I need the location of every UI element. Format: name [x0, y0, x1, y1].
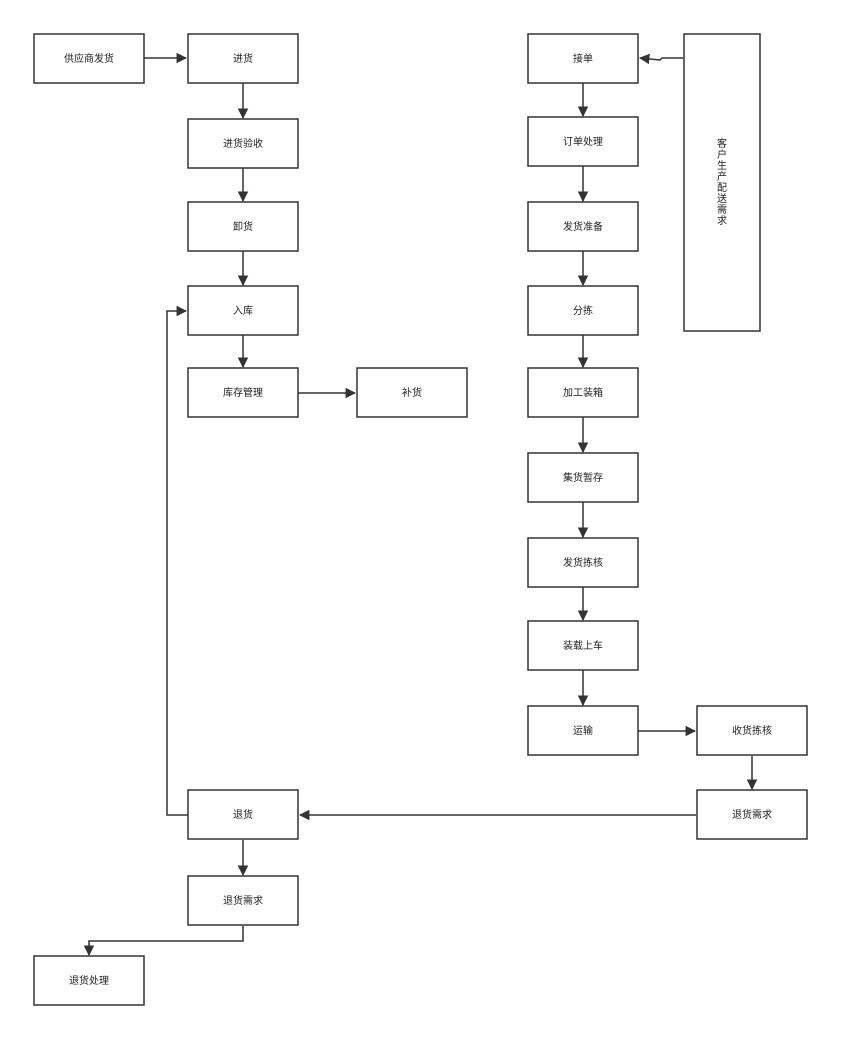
- node-label: 进货验收: [223, 137, 263, 150]
- edge-return-stockin: [166, 305, 188, 816]
- node-order-process: 订单处理: [527, 116, 639, 167]
- node-ship-prep: 发货准备: [527, 201, 639, 252]
- vertical-label-char: 户: [717, 148, 727, 161]
- node-receipt-check: 收货拣核: [696, 705, 808, 756]
- node-customer-demand: 客 户 生 产 配 送 需 求: [683, 33, 761, 332]
- node-inventory: 库存管理: [187, 367, 299, 418]
- node-return-demand-right: 退货需求: [696, 789, 808, 840]
- node-consolidate: 集货暂存: [527, 452, 639, 503]
- node-label: 收货拣核: [732, 724, 772, 737]
- node-return-demand-left: 退货需求: [187, 875, 299, 926]
- edge-customer-orderaccept: [638, 53, 683, 65]
- node-loading: 装载上车: [527, 620, 639, 671]
- node-label: 分拣: [573, 304, 593, 317]
- node-sorting: 分拣: [527, 285, 639, 336]
- node-label: 发货准备: [563, 220, 603, 233]
- node-packing: 加工装箱: [527, 367, 639, 418]
- node-label: 发货拣核: [563, 556, 603, 569]
- node-order-accept: 接单: [527, 33, 639, 84]
- node-label: 运输: [573, 724, 593, 737]
- node-return-process: 退货处理: [33, 955, 145, 1006]
- node-replenish: 补货: [356, 367, 468, 418]
- node-label: 退货需求: [732, 808, 772, 821]
- node-label: 补货: [402, 386, 422, 399]
- vertical-label-char: 配: [717, 182, 727, 194]
- node-receive: 进货: [187, 33, 299, 84]
- node-stock-in: 入库: [187, 285, 299, 336]
- node-label: 进货: [233, 52, 253, 65]
- node-label: 退货处理: [69, 974, 109, 987]
- node-label: 加工装箱: [563, 386, 603, 399]
- node-label: 订单处理: [563, 136, 603, 148]
- edges: [83, 52, 758, 957]
- node-supplier: 供应商发货: [33, 33, 145, 84]
- node-label: 接单: [573, 52, 593, 65]
- node-label: 退货需求: [223, 894, 263, 907]
- node-label: 集货暂存: [563, 471, 603, 484]
- node-label: 装载上车: [563, 639, 603, 652]
- vertical-label-char: 产: [717, 170, 727, 183]
- vertical-label-char: 客: [717, 137, 727, 150]
- node-inspect: 进货验收: [187, 118, 299, 169]
- node-label: 卸货: [233, 220, 253, 233]
- node-label: 供应商发货: [64, 52, 114, 65]
- edge-returnreq-returnprocess: [83, 926, 244, 957]
- node-transport: 运输: [527, 705, 639, 756]
- node-label: 库存管理: [223, 386, 263, 399]
- node-return: 退货: [187, 789, 299, 840]
- node-label: 退货: [233, 808, 253, 821]
- vertical-label-char: 需: [717, 204, 727, 216]
- node-label: 入库: [233, 304, 253, 317]
- vertical-label-char: 送: [717, 192, 727, 205]
- vertical-label-char: 生: [717, 159, 727, 172]
- node-unload: 卸货: [187, 201, 299, 252]
- node-ship-check: 发货拣核: [527, 537, 639, 588]
- vertical-label-char: 求: [717, 215, 727, 227]
